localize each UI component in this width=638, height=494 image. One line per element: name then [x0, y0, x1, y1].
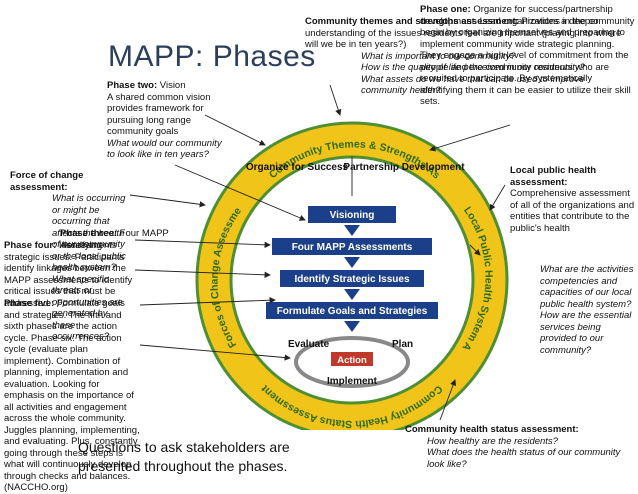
evaluate-label: Evaluate [288, 339, 330, 350]
four-mapp-box [272, 238, 432, 255]
plan-label: Plan [392, 339, 413, 350]
action-cycle [294, 336, 410, 388]
mapp-ring [197, 123, 507, 430]
phase-four-text: Phase four: Identifying strategic issues… [4, 240, 133, 309]
phase-one-text: Phase one: Organize for success/partners… [420, 4, 635, 107]
footer-note: Questions to ask stakeholders are presen… [78, 439, 290, 474]
svg-text:Action: Action [337, 355, 367, 366]
svg-text:Visioning: Visioning [330, 210, 375, 221]
organize-label: Organize for Success [246, 162, 349, 173]
local-questions: What are the activities competencies and… [540, 264, 634, 356]
phase-two-text: Phase two: Vision A shared common vision… [107, 80, 222, 160]
phase-three-text: Phase three: Four MAPP Assessments [60, 228, 169, 251]
phase-five-text: Phase five: Formulate goals and strategi… [4, 298, 140, 493]
mapp-diagram: Community Themes & Strengths Assessment … [192, 100, 509, 430]
status-text: Community health status assessment: How … [405, 424, 621, 470]
forces-text: Force of change assessment: What is occu… [10, 170, 126, 342]
partnership-label: Partnership Development [343, 162, 465, 173]
svg-text:Identify Strategic Issues: Identify Strategic Issues [294, 274, 409, 285]
implement-label: Implement [327, 376, 378, 387]
formulate-box [266, 302, 438, 319]
visioning-box [308, 206, 396, 223]
action-box [331, 352, 373, 366]
svg-text:Formulate Goals and Strategies: Formulate Goals and Strategies [277, 306, 428, 317]
identify-box [280, 270, 424, 287]
themes-text: Community themes and strengths assessmen… [305, 16, 622, 96]
local-text: Local public health assessment: Comprehe… [510, 165, 635, 234]
page-title: MAPP: Phases [108, 40, 316, 73]
svg-text:Four MAPP Assessments: Four MAPP Assessments [292, 242, 413, 253]
